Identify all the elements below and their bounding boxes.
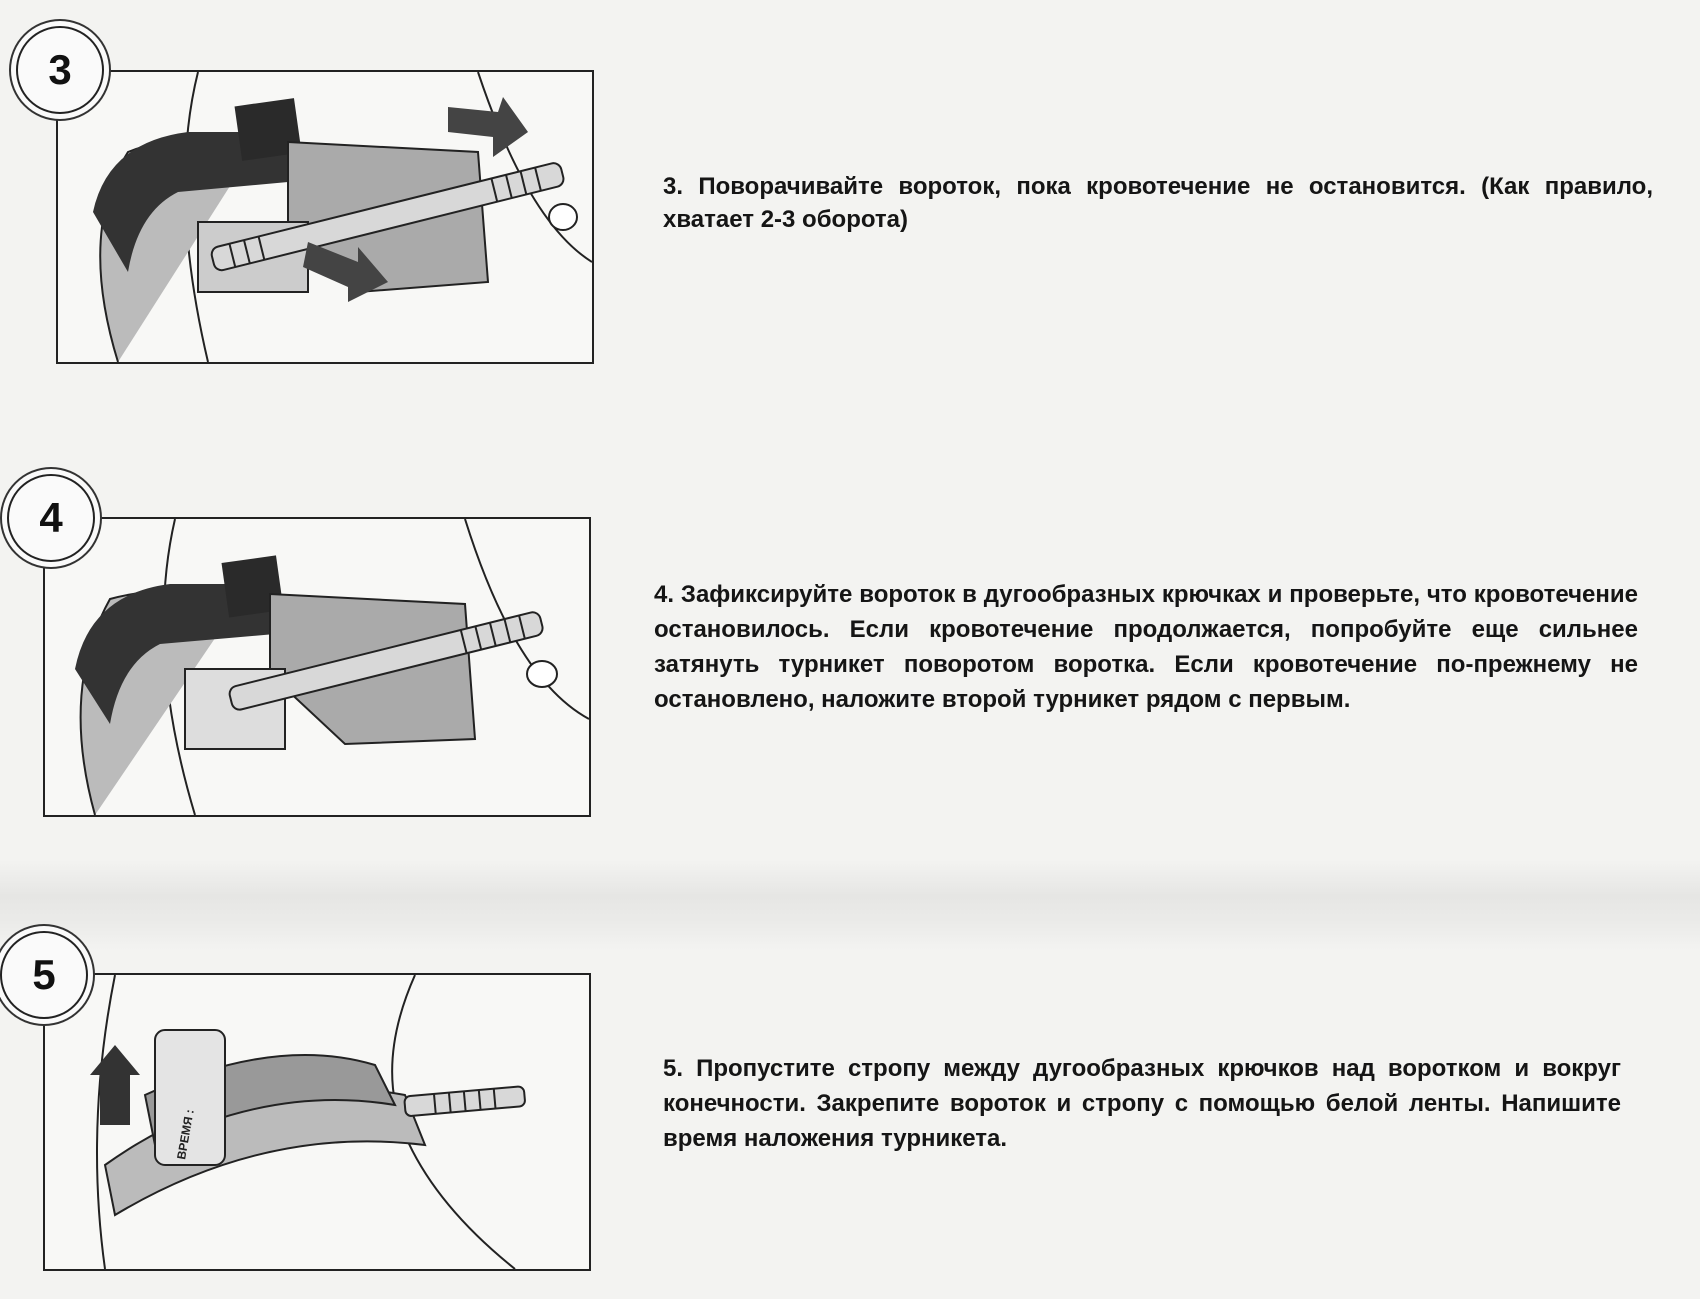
step-number-badge: 4 [7,474,95,562]
step-number-badge: 3 [16,26,104,114]
scan-smudge [0,860,1700,950]
step-4-instruction: 4. Зафиксируйте вороток в дугообразных к… [654,581,1638,713]
step-5-illustration: ВРЕМЯ : [43,973,591,1271]
step-number-badge: 5 [0,931,88,1019]
tourniquet-windlass-locked-image [75,519,589,815]
step-3-illustration [56,70,594,364]
step-3-instruction: 3. Поворачивайте вороток, пока кровотече… [663,173,1653,233]
tourniquet-windlass-turning-image [93,72,592,362]
step-4-illustration [43,517,591,817]
step-5-instruction: 5. Пропустите стропу между дугообразных … [663,1055,1621,1152]
tourniquet-strap-secured-image: ВРЕМЯ : [90,975,526,1269]
